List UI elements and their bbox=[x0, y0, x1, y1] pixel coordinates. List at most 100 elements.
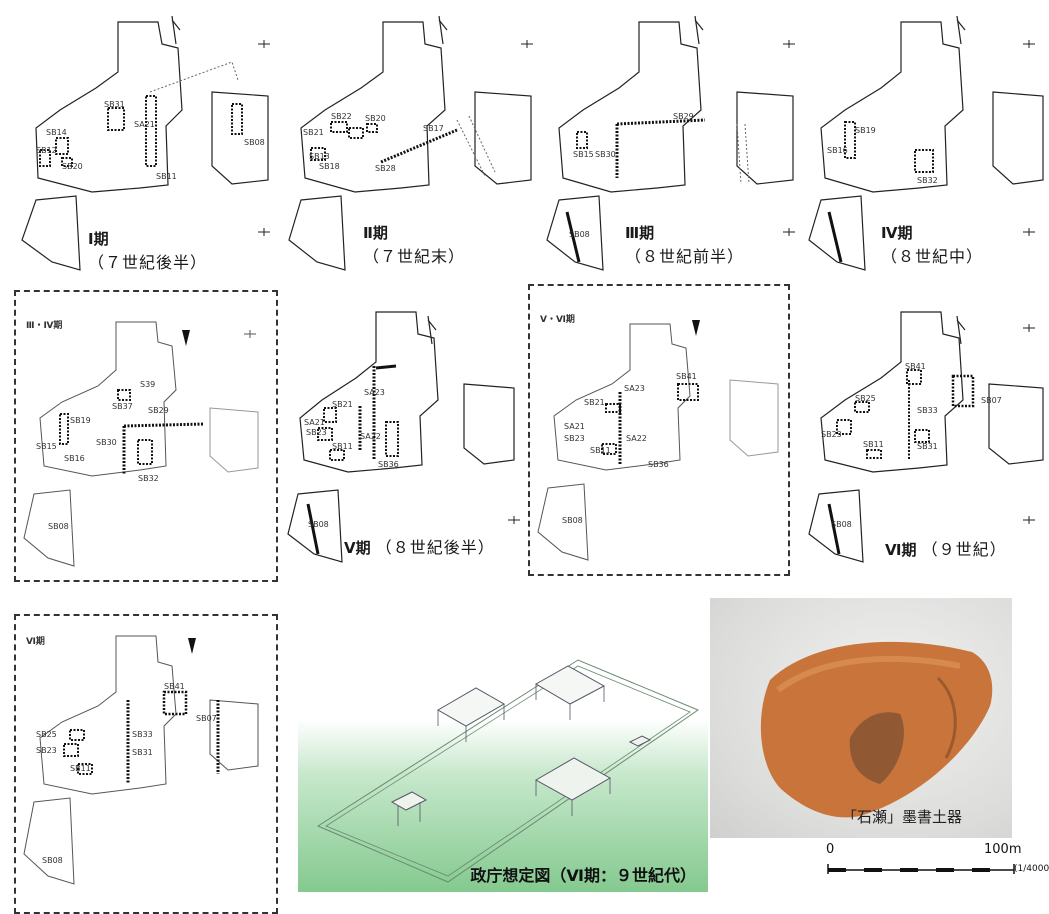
label-sa22: SA22 bbox=[360, 432, 381, 441]
label-sb28: SB28 bbox=[375, 164, 396, 173]
period-2-name: Ⅱ期 bbox=[363, 224, 388, 242]
label-sb08: SB08 bbox=[562, 516, 583, 525]
pottery-photo: 「石瀬」墨書土器 bbox=[710, 598, 1012, 838]
period-3-label: Ⅲ期 （８世紀前半） bbox=[625, 222, 744, 267]
label-sa21: SA21 bbox=[564, 422, 585, 431]
reconstruction-drawing bbox=[316, 659, 700, 883]
period-6-detail-plan: Ⅵ期 SB41 SB25 SB23 SB11 SB33 SB31 SB07 SB… bbox=[14, 614, 278, 909]
label-sb07: SB07 bbox=[981, 396, 1002, 405]
label-sb20: SB20 bbox=[365, 114, 386, 123]
period-5-6-box bbox=[528, 284, 790, 576]
period-4-label: Ⅳ期 （８世紀中） bbox=[881, 222, 983, 267]
site-plan-8 bbox=[808, 311, 1044, 563]
label-sb16: SB16 bbox=[64, 454, 85, 463]
label-sb18: SB18 bbox=[319, 162, 340, 171]
label-sb37: SB37 bbox=[112, 402, 133, 411]
period-2-label: Ⅱ期 （７世紀末） bbox=[363, 222, 465, 267]
period-1-range: （７世紀後半） bbox=[88, 253, 208, 272]
label-sb23: SB23 bbox=[564, 434, 585, 443]
label-sb08: SB08 bbox=[48, 522, 69, 531]
label-sb31: SB31 bbox=[132, 748, 153, 757]
period-3-name: Ⅲ期 bbox=[625, 224, 655, 242]
period-3-4-name: Ⅲ・Ⅳ期 bbox=[26, 321, 63, 331]
label-sb25: SB25 bbox=[36, 730, 57, 739]
label-sb22: SB22 bbox=[331, 112, 352, 121]
label-sb33: SB33 bbox=[917, 406, 938, 415]
label-sb11: SB11 bbox=[332, 442, 353, 451]
period-4-plan: SB19 SB16 SB32 Ⅳ期 （８世紀中） bbox=[797, 0, 1044, 280]
period-3-4-box bbox=[14, 290, 278, 582]
label-sa21: SA21 bbox=[134, 120, 155, 129]
label-sb41: SB41 bbox=[676, 372, 697, 381]
period-6-name: Ⅵ期 bbox=[885, 541, 917, 559]
site-plan-2 bbox=[288, 15, 533, 271]
label-sb08: SB08 bbox=[569, 230, 590, 239]
label-sb08: SB08 bbox=[244, 138, 265, 147]
period-5-6-name: Ⅴ・Ⅵ期 bbox=[540, 315, 575, 325]
scale-end: 100m bbox=[984, 842, 1022, 857]
label-sb07: SB07 bbox=[196, 714, 217, 723]
period-1-label: Ⅰ期 （７世紀後半） bbox=[88, 228, 207, 273]
scale-start: 0 bbox=[826, 842, 835, 857]
period-1-name: Ⅰ期 bbox=[88, 230, 109, 248]
label-sb12: SB12 bbox=[36, 146, 57, 155]
label-sb23: SB23 bbox=[821, 430, 842, 439]
period-3-range: （８世紀前半） bbox=[625, 247, 745, 266]
inscribed-pottery bbox=[760, 641, 993, 818]
label-sb11: SB11 bbox=[590, 446, 611, 455]
scale-bar-graphic bbox=[827, 864, 1015, 874]
label-sb15: SB15 bbox=[36, 442, 57, 451]
label-sb31: SB31 bbox=[917, 442, 938, 451]
label-sb23: SB23 bbox=[36, 746, 57, 755]
label-sa21: SA21 bbox=[304, 418, 325, 427]
government-office-reconstruction: 政庁想定図（Ⅵ期：９世紀代） bbox=[298, 630, 708, 892]
period-5-label: Ⅴ期 （８世紀後半） bbox=[344, 534, 495, 558]
label-sb08: SB08 bbox=[308, 520, 329, 529]
label-sb08: SB08 bbox=[831, 520, 852, 529]
label-sb33: SB33 bbox=[132, 730, 153, 739]
period-6-plan: SB41 SB25 SB23 SB33 SB31 SB11 SB07 SB08 … bbox=[797, 290, 1044, 582]
label-sb15: SB15 bbox=[573, 150, 594, 159]
label-sb41: SB41 bbox=[164, 682, 185, 691]
period-2-plan: SB22 SB21 SB20 SB17 SB13 SB18 SB28 Ⅱ期 （７… bbox=[275, 0, 535, 280]
label-sb41: SB41 bbox=[905, 362, 926, 371]
period-5-plan: SA23 SB21 SA21 SB23 SA22 SB11 SB36 SB08 … bbox=[278, 290, 528, 582]
label-sa22: SA22 bbox=[626, 434, 647, 443]
label-sb13: SB13 bbox=[309, 152, 330, 161]
scale-bar: 0 100m (1/4000 bbox=[824, 842, 1049, 882]
period-1-plan: SB31 SA21 SB14 SB12 SB20 SB11 SB08 Ⅰ期 （７… bbox=[0, 0, 275, 280]
period-6-detail-name: Ⅵ期 bbox=[26, 637, 45, 647]
label-sb19: SB19 bbox=[70, 416, 91, 425]
period-5-6-plan: Ⅴ・Ⅵ期 SB41 SA23 SB21 SA21 SB23 SA22 SB11 … bbox=[528, 284, 790, 576]
label-sb11: SB11 bbox=[70, 764, 91, 773]
label-sb36: SB36 bbox=[648, 460, 669, 469]
site-plan-7 bbox=[537, 320, 779, 561]
period-6-range: （９世紀） bbox=[921, 540, 1007, 559]
label-sb16: SB16 bbox=[827, 146, 848, 155]
label-sb32: SB32 bbox=[138, 474, 159, 483]
site-plan-5 bbox=[23, 321, 259, 567]
site-plan-3 bbox=[546, 15, 795, 271]
label-sb08: SB08 bbox=[42, 856, 63, 865]
label-sa23: SA23 bbox=[624, 384, 645, 393]
label-sb23: SB23 bbox=[306, 428, 327, 437]
period-4-range: （８世紀中） bbox=[881, 247, 984, 266]
label-sb29: SB29 bbox=[673, 112, 694, 121]
label-sb30: SB30 bbox=[96, 438, 117, 447]
label-sa23: SA23 bbox=[364, 388, 385, 397]
label-sb21: SB21 bbox=[584, 398, 605, 407]
period-3-plan: SB29 SB15 SB30 SB08 Ⅲ期 （８世紀前半） bbox=[535, 0, 797, 280]
period-6-box bbox=[14, 614, 278, 914]
label-sb32: SB32 bbox=[917, 176, 938, 185]
pottery-caption: 「石瀬」墨書土器 bbox=[842, 808, 963, 826]
label-sb31: SB31 bbox=[104, 100, 125, 109]
site-plan-4 bbox=[808, 15, 1044, 271]
period-6-label: Ⅵ期 （９世紀） bbox=[885, 536, 1007, 560]
period-5-range: （８世紀後半） bbox=[375, 538, 495, 557]
label-sb11: SB11 bbox=[156, 172, 177, 181]
label-sb14: SB14 bbox=[46, 128, 67, 137]
site-plan-6 bbox=[287, 311, 520, 563]
label-sb36: SB36 bbox=[378, 460, 399, 469]
label-sb21: SB21 bbox=[303, 128, 324, 137]
label-sb29: SB29 bbox=[148, 406, 169, 415]
